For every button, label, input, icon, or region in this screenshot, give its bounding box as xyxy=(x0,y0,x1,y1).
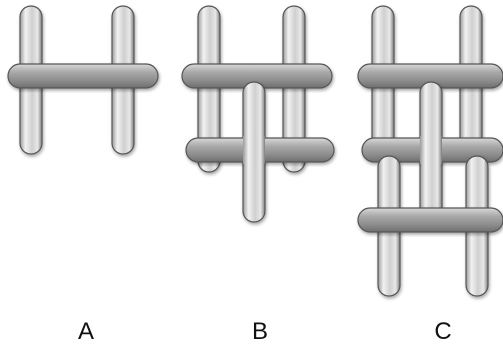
panel-c xyxy=(358,6,503,296)
panel-b xyxy=(182,6,334,222)
panel-label-c: C xyxy=(423,318,463,346)
panel-label-a: A xyxy=(66,318,106,346)
horizontal-stick xyxy=(8,64,158,88)
horizontal-stick xyxy=(358,208,503,232)
panel-a xyxy=(8,6,158,154)
vertical-stick-over-segment xyxy=(420,132,442,168)
vertical-stick-over-segment xyxy=(243,132,265,168)
panel-label-b: B xyxy=(240,318,280,346)
